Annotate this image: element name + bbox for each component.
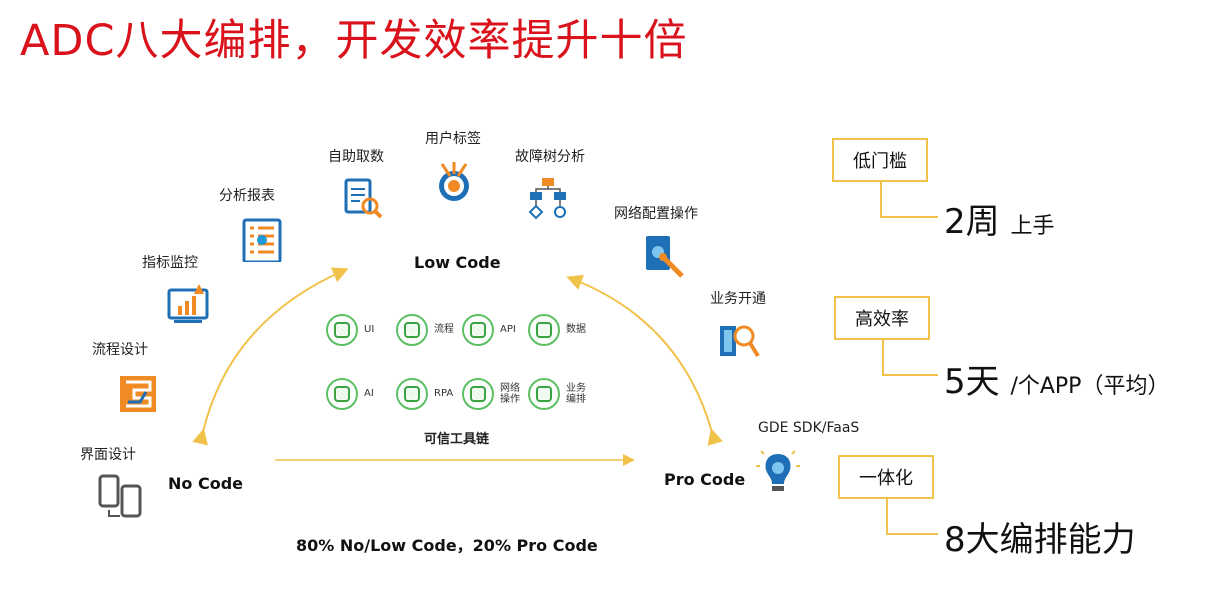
arc-left-arrow (192, 267, 349, 446)
connector-1 (880, 182, 938, 218)
no-code-label: No Code (168, 474, 243, 493)
network-wrench-icon (646, 236, 684, 278)
benefit-box-integration: 一体化 (838, 455, 934, 499)
ai-icon (326, 378, 358, 410)
arc-right-arrow (566, 274, 723, 446)
node-metric-monitor-label: 指标监控 (142, 255, 198, 271)
node-gde-label: GDE SDK/FaaS (758, 420, 860, 436)
tool-network: 网络 操作 (462, 378, 520, 410)
toolchain-label: 可信工具链 (424, 432, 490, 447)
tool-ai: AI (326, 378, 374, 410)
page-title: ADC八大编排，开发效率提升十倍 (20, 16, 688, 66)
data-icon (528, 314, 560, 346)
node-user-tags-label: 用户标签 (425, 131, 481, 147)
node-self-fetch-label: 自助取数 (328, 149, 384, 165)
benefit-line-2: 5天 /个APP（平均） (944, 362, 1170, 402)
tool-data: 数据 (528, 314, 586, 346)
benefit-line-1: 2周 上手 (944, 202, 1055, 242)
tool-ui: UI (326, 314, 374, 346)
api-icon (462, 314, 494, 346)
ui-icon (326, 314, 358, 346)
tool-process: 流程 (396, 314, 454, 346)
tool-api: API (462, 314, 516, 346)
benefit-box-low-threshold: 低门槛 (832, 138, 928, 182)
report-list-icon (242, 218, 282, 262)
connector-2 (882, 340, 938, 376)
clipboard-search-icon (344, 178, 383, 219)
lightbulb-icon (756, 450, 800, 491)
business-search-icon (720, 325, 760, 358)
network-icon (462, 378, 494, 410)
tool-business: 业务 编排 (528, 378, 586, 410)
maze-icon (120, 376, 156, 412)
benefit-box-high-efficiency: 高效率 (834, 296, 930, 340)
node-analysis-report-label: 分析报表 (219, 188, 275, 204)
node-fault-tree-label: 故障树分析 (515, 149, 585, 165)
target-icon (439, 162, 469, 201)
node-ui-design-label: 界面设计 (80, 447, 136, 463)
ratio-label: 80% No/Low Code，20% Pro Code (296, 536, 598, 555)
connector-3 (886, 499, 938, 535)
low-code-label: Low Code (414, 253, 501, 272)
rpa-icon (396, 378, 428, 410)
benefit-line-3: 8大编排能力 (944, 520, 1136, 560)
node-process-design-label: 流程设计 (92, 342, 148, 358)
flowchart-icon (528, 178, 566, 220)
monitor-chart-icon (167, 284, 209, 323)
node-business-open-label: 业务开通 (710, 291, 766, 307)
node-network-config-label: 网络配置操作 (614, 206, 698, 222)
pro-code-label: Pro Code (664, 470, 746, 489)
process-icon (396, 314, 428, 346)
business-icon (528, 378, 560, 410)
tool-rpa: RPA (396, 378, 453, 410)
devices-icon (98, 474, 142, 518)
